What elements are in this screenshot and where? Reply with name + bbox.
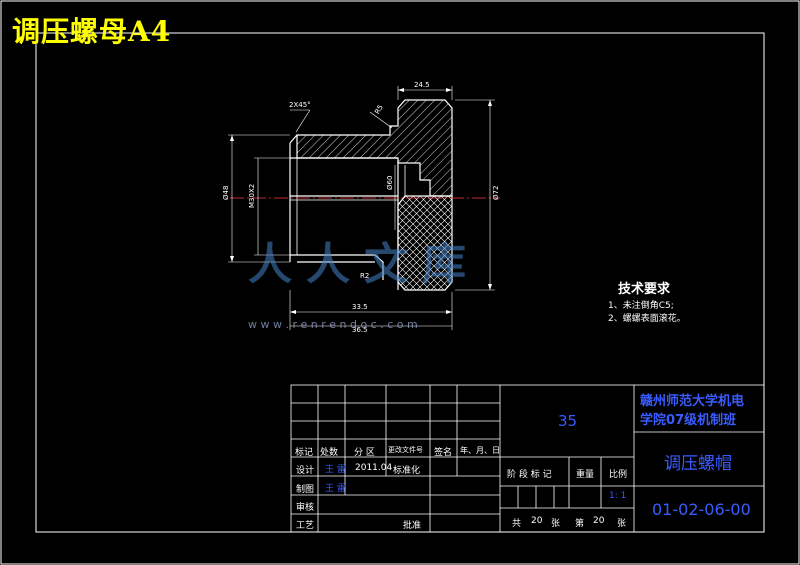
tb-sheets-unit: 张: [551, 519, 561, 529]
tb-label-craft: 工艺: [296, 521, 315, 531]
tb-label-check: 审核: [296, 503, 315, 513]
tb-sheets-total: 20: [531, 516, 543, 526]
tb-label-zone: 分 区: [354, 448, 375, 458]
page-title: 调压螺母A4: [12, 15, 172, 48]
tb-designer: 王 雷: [325, 465, 346, 475]
tb-part-name: 调压螺帽: [664, 454, 732, 474]
tb-label-design: 设计: [296, 466, 315, 476]
dim-overall-height: Ø72: [492, 186, 500, 200]
tb-date: 2011.04: [355, 463, 393, 473]
dim-top-width: 24.5: [414, 81, 430, 89]
dim-bevel: R5: [373, 104, 385, 116]
tb-scale-value: 1: 1: [609, 491, 627, 501]
tb-sheets-current: 20: [593, 516, 605, 526]
tb-drawing-no: 01-02-06-00: [652, 500, 751, 519]
watermark-logo: 人人文库: [248, 239, 480, 290]
tb-standardize: 标准化: [393, 466, 421, 476]
tb-label-date: 年、月、日: [460, 446, 500, 455]
tb-sheets-current-unit: 张: [617, 519, 627, 529]
dim-bottom-chamfer: R2: [360, 272, 369, 280]
tech-requirement-item: 1、未注倒角C5;: [608, 301, 674, 311]
tb-sheets-total-prefix: 共: [512, 519, 522, 529]
dim-inner-dia: Ø60: [386, 176, 394, 190]
tb-label-change-doc: 更改文件号: [388, 446, 423, 454]
part-section-view: 2X45° 24.5 R5 Ø72 Ø48 M30X2 Ø60 R2 33.5 …: [222, 81, 500, 334]
dim-len2: 36.5: [352, 326, 368, 334]
tb-school-line2: 学院07级机制班: [640, 413, 737, 428]
tb-material: 35: [558, 412, 578, 430]
dim-left-dia: Ø48: [222, 186, 230, 200]
watermark-url: w w w . r e n r e n d o c . c o m: [248, 318, 418, 331]
dim-chamfer-top: 2X45°: [289, 101, 311, 109]
dim-len1: 33.5: [352, 303, 368, 311]
tech-requirements-heading: 技术要求: [618, 282, 671, 297]
tb-label-stage: 阶 段 标 记: [507, 470, 552, 480]
tb-label-draw: 制图: [296, 485, 315, 495]
tb-label-mark: 标记: [295, 448, 314, 458]
tb-label-approve: 批准: [403, 521, 422, 531]
dim-thread: M30X2: [248, 184, 256, 208]
tb-drawer: 王 雷: [325, 484, 346, 494]
tb-school-line1: 赣州师范大学机电: [640, 394, 745, 409]
tb-label-scale: 比例: [609, 470, 628, 480]
tech-requirement-item: 2、螺螺表面滚花。: [608, 314, 686, 324]
tb-label-weight: 重量: [576, 470, 595, 480]
title-block-grid: [290, 384, 765, 533]
tb-sheets-current-prefix: 第: [575, 519, 585, 529]
hatch-upper-shaft: [296, 99, 453, 197]
tb-label-count: 处数: [320, 448, 339, 458]
tb-label-sign: 签名: [434, 448, 453, 458]
